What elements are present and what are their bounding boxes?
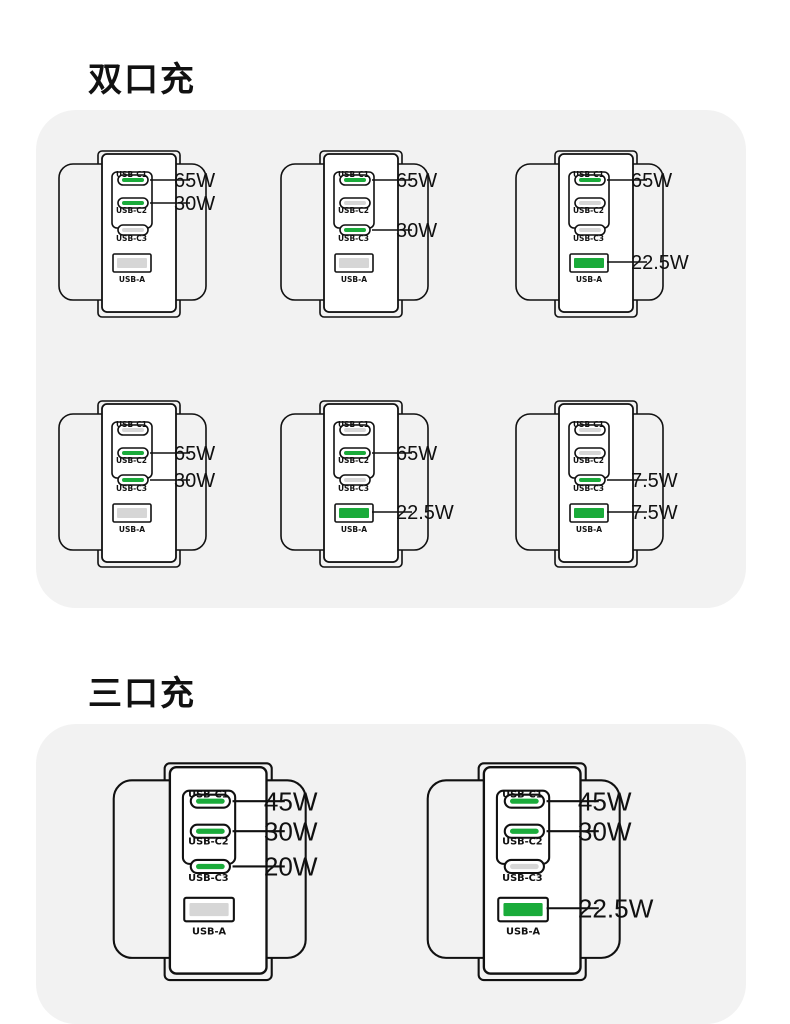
port-a-label: USB-A <box>192 926 227 937</box>
port-c2-contact <box>579 451 601 455</box>
port-c3-contact <box>509 863 539 870</box>
port-a-label: USB-A <box>576 525 602 534</box>
port-c2-label: USB-C2 <box>116 206 147 215</box>
port-c1-contact <box>344 428 366 432</box>
port-c1-contact <box>579 428 601 432</box>
port-c2-contact <box>122 201 144 205</box>
port-c1-label: USB-C1 <box>573 170 604 179</box>
port-a-label: USB-A <box>341 525 367 534</box>
port-c3-label: USB-C3 <box>573 234 604 243</box>
port-a-contact <box>117 258 147 268</box>
port-a-contact <box>117 508 147 518</box>
port-c1-contact <box>509 798 539 804</box>
port-c2-wattage: 30W <box>174 193 215 215</box>
port-a-label: USB-A <box>119 525 145 534</box>
port-c1-contact <box>195 798 225 804</box>
port-c3-label: USB-C3 <box>338 484 369 493</box>
port-a-wattage: 22.5W <box>396 502 454 524</box>
port-c2-wattage: 65W <box>174 443 215 465</box>
port-a-contact <box>574 508 604 518</box>
port-c2-contact <box>122 451 144 455</box>
port-c3-contact <box>122 478 144 482</box>
port-c3-wattage: 7.5W <box>631 470 678 492</box>
port-c3-label: USB-C3 <box>338 234 369 243</box>
port-c1-label: USB-C1 <box>338 170 369 179</box>
port-a-label: USB-A <box>341 275 367 284</box>
port-c1-label: USB-C1 <box>116 420 147 429</box>
port-c2-label: USB-C2 <box>338 206 369 215</box>
port-c1-contact <box>122 428 144 432</box>
port-c2-label: USB-C2 <box>573 206 604 215</box>
port-c1-contact <box>344 178 366 182</box>
port-c1-wattage: 65W <box>174 170 215 192</box>
port-c2-wattage: 65W <box>396 443 437 465</box>
port-c3-label: USB-C3 <box>573 484 604 493</box>
port-a-contact <box>339 508 369 518</box>
port-c1-label: USB-C1 <box>116 170 147 179</box>
port-c3-label: USB-C3 <box>116 484 147 493</box>
port-a-label: USB-A <box>506 926 541 937</box>
port-c2-contact <box>509 828 539 834</box>
port-c2-label: USB-C2 <box>573 456 604 465</box>
port-a-wattage: 7.5W <box>631 502 678 524</box>
port-a-contact <box>189 903 229 917</box>
port-c1-label: USB-C1 <box>573 420 604 429</box>
port-c3-contact <box>122 228 144 232</box>
port-c2-label: USB-C2 <box>188 836 229 847</box>
port-c3-contact <box>344 228 366 232</box>
port-c2-contact <box>579 201 601 205</box>
port-c1-contact <box>122 178 144 182</box>
port-c1-wattage: 65W <box>396 170 437 192</box>
port-c3-label: USB-C3 <box>116 234 147 243</box>
port-c3-contact <box>579 228 601 232</box>
port-a-wattage: 22.5W <box>631 252 689 274</box>
port-c3-label: USB-C3 <box>502 873 543 884</box>
port-c1-label: USB-C1 <box>188 789 229 800</box>
port-c1-label: USB-C1 <box>338 420 369 429</box>
port-a-label: USB-A <box>576 275 602 284</box>
port-a-contact <box>503 903 543 917</box>
port-a-contact <box>339 258 369 268</box>
port-c3-contact <box>579 478 601 482</box>
port-c3-contact <box>344 478 366 482</box>
section-title-dual: 双口充 <box>88 60 196 100</box>
port-a-contact <box>574 258 604 268</box>
port-c1-wattage: 65W <box>631 170 672 192</box>
port-c3-wattage: 30W <box>396 220 437 242</box>
port-c3-wattage: 30W <box>174 470 215 492</box>
port-c3-contact <box>195 863 225 870</box>
port-c2-contact <box>344 451 366 455</box>
port-c1-label: USB-C1 <box>502 789 543 800</box>
port-c2-label: USB-C2 <box>502 836 543 847</box>
port-a-label: USB-A <box>119 275 145 284</box>
port-c2-contact <box>195 828 225 834</box>
port-c2-label: USB-C2 <box>338 456 369 465</box>
port-c3-label: USB-C3 <box>188 873 229 884</box>
section-title-triple: 三口充 <box>88 674 196 714</box>
port-c2-label: USB-C2 <box>116 456 147 465</box>
port-c1-contact <box>579 178 601 182</box>
port-c2-contact <box>344 201 366 205</box>
